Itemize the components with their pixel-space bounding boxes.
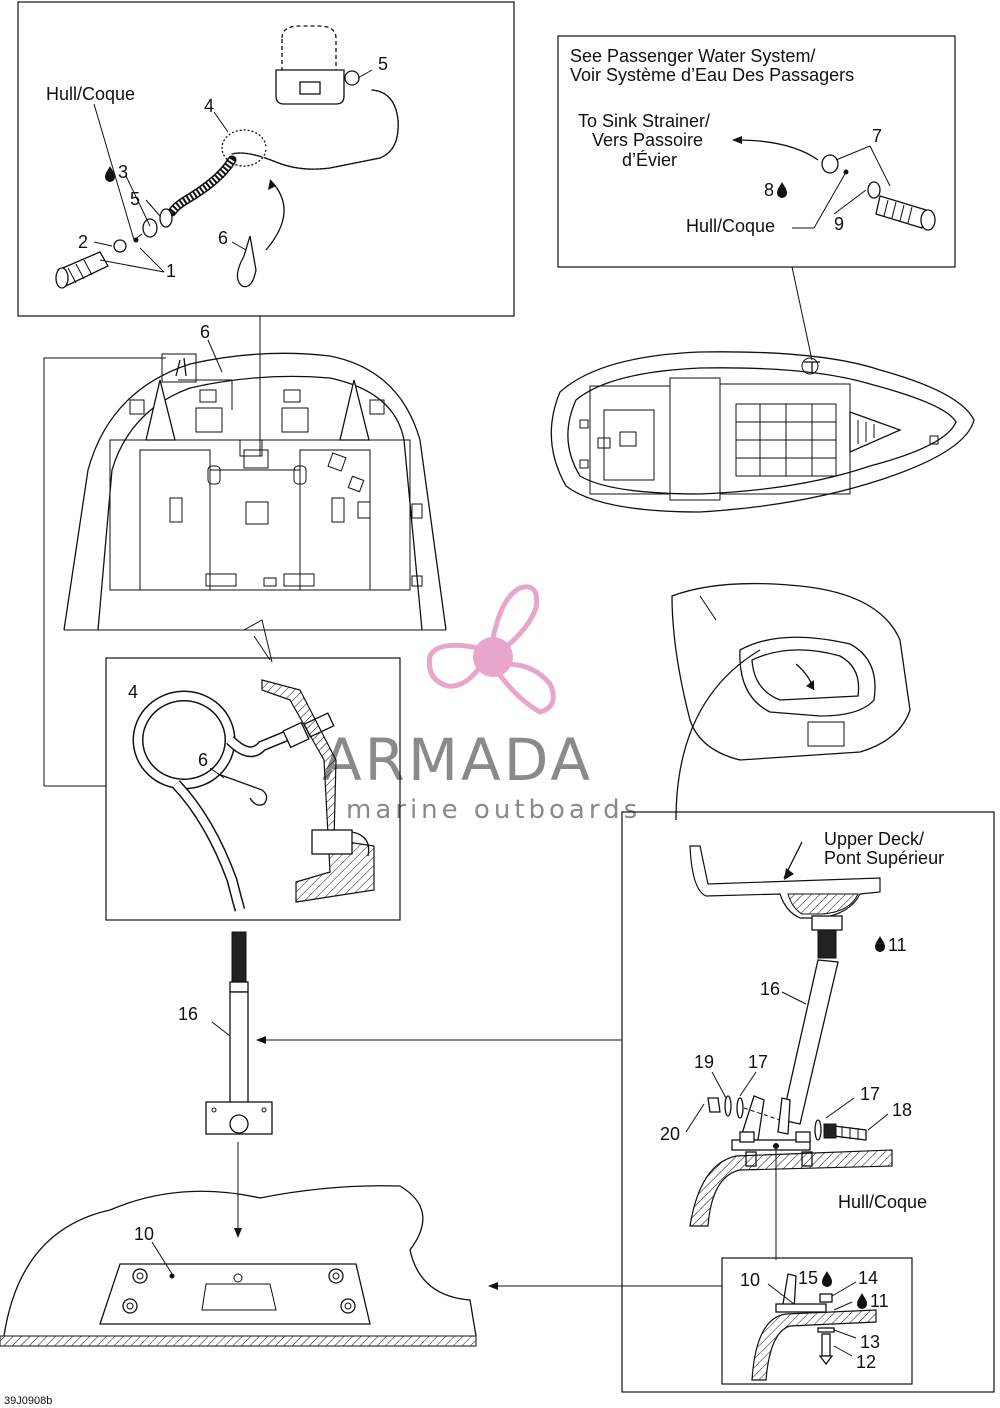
droplet-icon [822, 1271, 832, 1287]
bilge-pump [275, 25, 360, 105]
hull-label-top-right: Hull/Coque [686, 216, 775, 236]
callout-17-left: 17 [748, 1052, 768, 1072]
callout-17-right: 17 [860, 1084, 880, 1104]
watermark-tagline: marine outboards [346, 795, 641, 825]
see-passenger-line1: See Passenger Water System/ [570, 46, 815, 66]
deck-grid [735, 403, 837, 477]
callout-19: 19 [694, 1052, 714, 1072]
nuts [122, 1268, 356, 1314]
post-and-plate [0, 931, 722, 1347]
armada-logo: ARMADA marine outboards [322, 584, 641, 825]
callout-14: 14 [858, 1268, 878, 1288]
callout-3: 3 [118, 162, 128, 182]
callout-16-left: 16 [178, 1004, 198, 1024]
droplet-icon [777, 182, 787, 198]
leader-passenger-to-hull [791, 266, 813, 361]
hull-rear-view [63, 339, 447, 663]
callout-12: 12 [856, 1352, 876, 1372]
callout-5-pump: 5 [378, 54, 388, 74]
callout-10-plate: 10 [134, 1224, 154, 1244]
hull-label-top-left: Hull/Coque [46, 84, 135, 104]
callout-6-hull: 6 [200, 322, 210, 342]
connector-left-side [43, 357, 166, 786]
droplet-icon [875, 936, 885, 952]
hose-tie-detail [105, 657, 401, 921]
detail-frame-center [105, 657, 401, 921]
callout-20: 20 [660, 1124, 680, 1144]
watercraft-top-view [550, 351, 975, 513]
callout-15: 15 [798, 1268, 818, 1288]
droplet-icon [105, 166, 115, 182]
upper-deck-line2: Pont Supérieur [824, 848, 944, 868]
figure-code: 39J0908b [4, 1395, 52, 1407]
callout-8: 8 [764, 180, 774, 200]
callout-6-detail: 6 [198, 750, 208, 770]
watermark-brand: ARMADA [322, 726, 593, 794]
sink-strainer-line3: d’Évier [622, 150, 677, 170]
passenger-water-detail [557, 35, 956, 268]
detail-frame-bottom-right [621, 811, 995, 1393]
callout-6-top: 6 [218, 228, 228, 248]
callout-10-small: 10 [740, 1270, 760, 1290]
droplet-icon [857, 1293, 867, 1309]
deck-perspective [671, 582, 911, 821]
callout-7: 7 [872, 126, 882, 146]
callout-4-detail: 4 [128, 682, 138, 702]
upper-deck-line1: Upper Deck/ [824, 829, 924, 849]
callout-4-top: 4 [204, 96, 214, 116]
leader-hull-to-detail [253, 635, 271, 661]
detail-frame-top-right [557, 35, 956, 268]
callout-2: 2 [78, 232, 88, 252]
hull-label-bottom-right: Hull/Coque [838, 1192, 927, 1212]
callout-13: 13 [860, 1332, 880, 1352]
callout-11-upper: 11 [888, 935, 907, 955]
callout-11-small: 11 [870, 1291, 889, 1311]
sink-strainer-line2: Vers Passoire [592, 130, 703, 150]
sink-strainer-line1: To Sink Strainer/ [578, 111, 710, 131]
callout-5-fitting: 5 [130, 189, 140, 209]
callout-9: 9 [834, 214, 844, 234]
see-passenger-line2: Voir Système d’Eau Des Passagers [570, 65, 854, 85]
fastener-detail [721, 1257, 913, 1385]
detail-frame-fasteners [721, 1257, 913, 1385]
callout-1: 1 [166, 261, 176, 281]
callout-18: 18 [892, 1100, 912, 1120]
detail-frame-top-left [17, 1, 515, 317]
callout-16-detail: 16 [760, 979, 780, 999]
bilge-pump-detail [17, 1, 515, 317]
post-mount-detail [621, 811, 995, 1393]
propeller-icon [426, 584, 556, 715]
